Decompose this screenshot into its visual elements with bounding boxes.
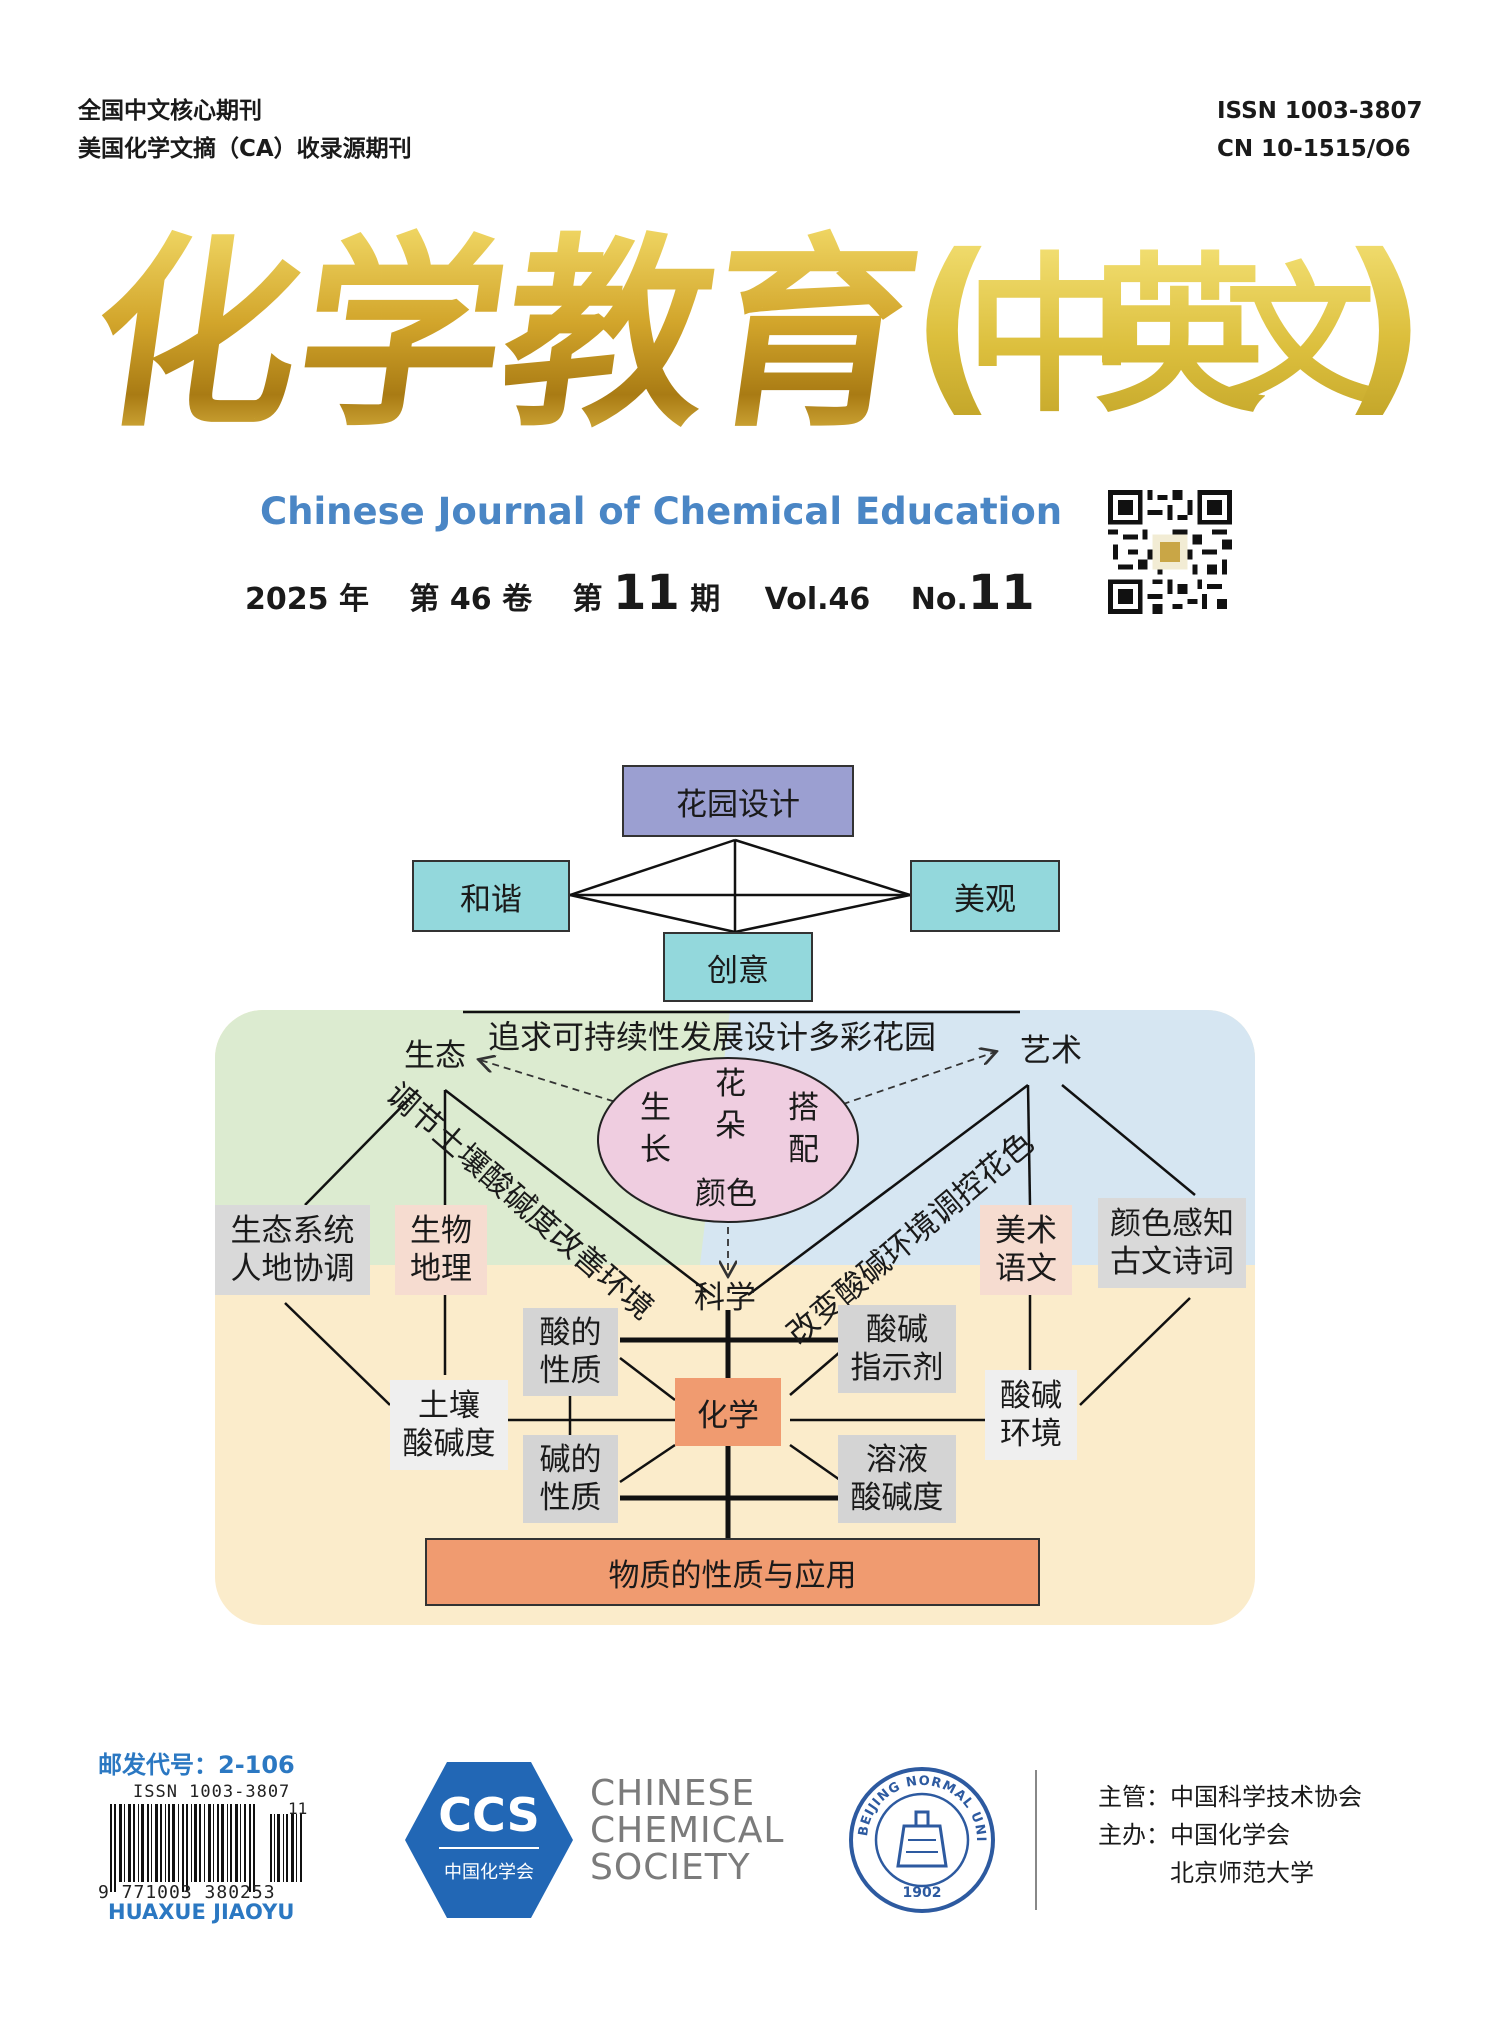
node-arts-language: 美术 语文: [980, 1205, 1072, 1295]
slogan-text: 追求可持续性发展设计多彩花园: [488, 1018, 937, 1056]
issue-vol-en: Vol.46: [764, 582, 871, 617]
ccs-en-line3: SOCIETY: [590, 1847, 751, 1888]
flower-ellipse: [597, 1057, 859, 1223]
issue-no-prefix: 第: [572, 582, 603, 617]
node-ecosystem-line2: 人地协调: [230, 1251, 355, 1287]
node-acid-line1: 酸的: [539, 1315, 602, 1351]
ccs-divider: [439, 1847, 539, 1849]
label-art: 艺术: [1020, 1033, 1082, 1069]
barcode: ISSN 1003-3807 11 9 771003 380253: [98, 1782, 323, 1927]
bnu-seal-icon: BEIJING NORMAL UNIVERSITY 1902: [842, 1755, 995, 1913]
node-env-line2: 环境: [1000, 1416, 1062, 1452]
node-color-line2: 古文诗词: [1110, 1244, 1234, 1280]
issue-vol-unit: 卷: [502, 582, 533, 617]
region-background: [215, 1010, 1255, 1625]
node-solution-line2: 酸碱度: [850, 1480, 944, 1516]
node-arts-line1: 美术: [995, 1213, 1057, 1249]
flower-duo: 朵: [715, 1108, 746, 1144]
issue-vol-prefix: 第: [409, 582, 440, 617]
barcode-issn: ISSN 1003-3807: [133, 1782, 291, 1802]
barcode-bars: [110, 1804, 302, 1892]
issue-no-unit: 期: [690, 582, 721, 617]
issue-vol-num: 46: [449, 582, 492, 617]
node-solution-ph: 溶液 酸碱度: [838, 1435, 956, 1523]
node-soil-ph: 土壤 酸碱度: [390, 1380, 508, 1470]
ccs-abbr: CCS: [438, 1788, 540, 1842]
node-chemistry: 化学: [675, 1378, 781, 1446]
flower-pei: 配: [788, 1132, 819, 1168]
postal-code: 邮发代号：2-106: [98, 1751, 295, 1779]
ccs-logo: CCS 中国化学会: [405, 1762, 573, 1918]
bnu-seal: BEIJING NORMAL UNIVERSITY 1902: [842, 1755, 996, 1914]
node-color-poetry: 颜色感知 古文诗词: [1098, 1198, 1246, 1288]
node-base-properties: 碱的 性质: [523, 1435, 618, 1523]
journal-title: 化 学 教 育 ( 中 英 文 ): [78, 214, 1427, 456]
flower-color: 颜色: [695, 1176, 757, 1212]
node-acid-env: 酸碱 环境: [985, 1370, 1077, 1460]
cn-label: CN 10-1515/O6: [1217, 136, 1411, 162]
node-solution-line1: 溶液: [866, 1442, 928, 1478]
node-env-line1: 酸碱: [1000, 1378, 1062, 1414]
node-creativity: 创意: [663, 932, 813, 1002]
issn-label: ISSN 1003-3807: [1217, 98, 1423, 124]
node-base-line1: 碱的: [539, 1442, 602, 1478]
node-indicator-line2: 指示剂: [850, 1350, 944, 1386]
node-garden-design: 花园设计: [622, 765, 854, 837]
title-sub-char: 中: [965, 227, 1135, 447]
title-sub-char: 文: [1225, 227, 1375, 447]
node-bio-line1: 生物: [410, 1213, 472, 1249]
english-title: Chinese Journal of Chemical Education: [260, 490, 1063, 533]
title-paren-open: (: [910, 214, 997, 435]
flower-zhang: 长: [640, 1132, 671, 1168]
ccs-hexagon-icon: [405, 1762, 573, 1918]
ccs-en-line2: CHEMICAL: [590, 1810, 785, 1851]
title-paren-close: ): [1340, 214, 1427, 435]
node-color-line1: 颜色感知: [1110, 1206, 1234, 1242]
ccs-en-line1: CHINESE: [590, 1773, 756, 1814]
node-soil-line1: 土壤: [418, 1388, 480, 1424]
node-bio-line2: 地理: [410, 1251, 472, 1287]
node-acid-properties: 酸的 性质: [523, 1308, 618, 1396]
ccs-chinese-name: 中国化学会: [444, 1862, 534, 1883]
label-ecology: 生态: [404, 1038, 466, 1074]
issue-no-num: 11: [612, 565, 680, 621]
ca-index-label: 美国化学文摘（CA）收录源期刊: [78, 136, 412, 162]
node-indicator: 酸碱 指示剂: [838, 1305, 956, 1393]
co-sponsor-line: 北京师范大学: [1170, 1859, 1314, 1887]
node-soil-line2: 酸碱度: [402, 1426, 496, 1462]
flower-hua: 花: [715, 1066, 746, 1102]
qr-code-icon[interactable]: [1108, 490, 1232, 614]
node-harmony: 和谐: [412, 860, 570, 932]
sponsor-line: 主办：中国化学会: [1098, 1821, 1290, 1849]
barcode-addon: 11: [288, 1799, 308, 1818]
node-matter-properties: 物质的性质与应用: [425, 1538, 1040, 1606]
supervisor-line: 主管：中国科学技术协会: [1098, 1783, 1362, 1811]
issue-no-en-prefix: No.: [910, 582, 968, 617]
node-bio-geo: 生物 地理: [395, 1205, 487, 1295]
flower-sheng: 生: [640, 1090, 671, 1126]
title-sub-char: 英: [1095, 227, 1265, 447]
footer-divider: [1035, 1770, 1037, 1910]
issue-year: 2025: [245, 582, 329, 617]
node-ecosystem-line1: 生态系统: [230, 1213, 355, 1249]
journal-pinyin: HUAXUE JIAOYU: [108, 1900, 295, 1924]
core-journal-label: 全国中文核心期刊: [78, 98, 262, 124]
flower-da: 搭: [788, 1090, 819, 1126]
node-base-line2: 性质: [539, 1480, 602, 1516]
node-acid-line2: 性质: [539, 1353, 602, 1389]
node-indicator-line1: 酸碱: [866, 1312, 928, 1348]
barcode-number: 9 771003 380253: [98, 1882, 276, 1903]
label-science: 科学: [694, 1280, 756, 1316]
node-arts-line2: 语文: [995, 1251, 1057, 1287]
issue-year-unit: 年: [338, 582, 369, 617]
bnu-year: 1902: [903, 1885, 942, 1901]
node-beauty: 美观: [910, 860, 1060, 932]
node-ecosystem: 生态系统 人地协调: [215, 1205, 370, 1295]
issue-no-en-num: 11: [967, 565, 1035, 621]
issue-info: 2025 年 第 46 卷 第 11 期 Vol.46 No.11: [245, 565, 1035, 621]
